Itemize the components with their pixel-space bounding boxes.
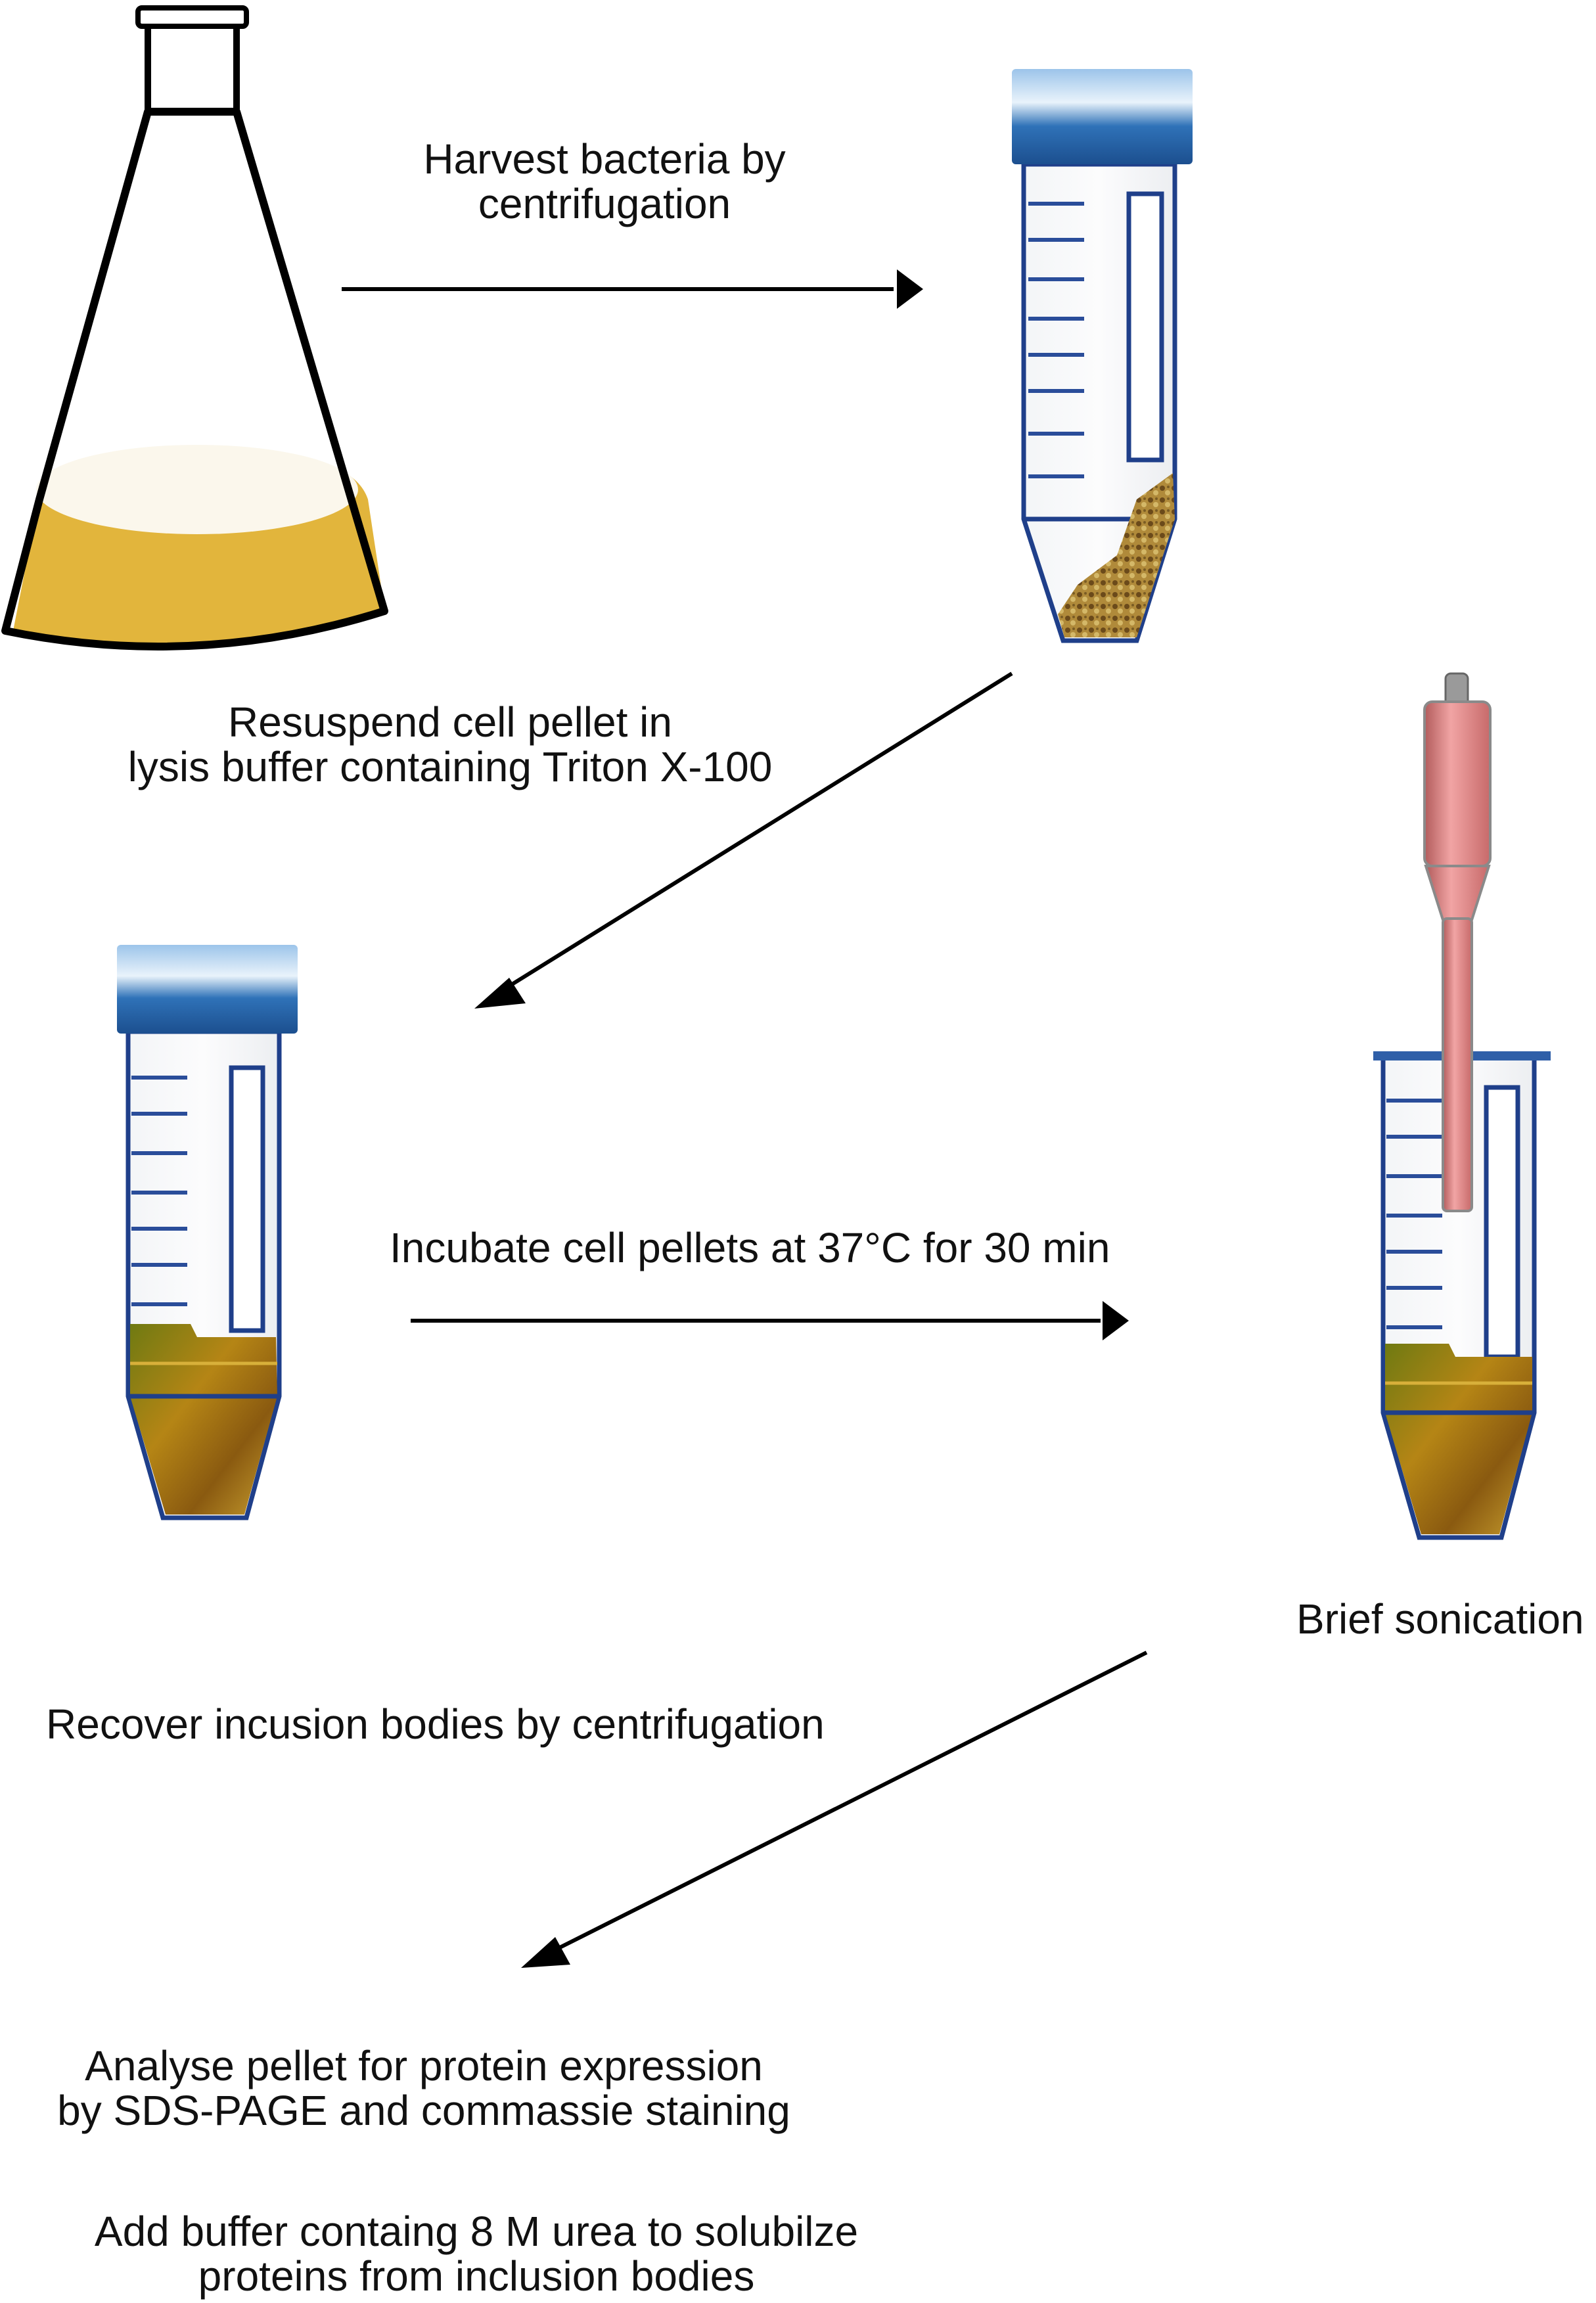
step-urea-line2: proteins from inclusion bodies [198,2252,755,2300]
arrow-incubate [411,1301,1129,1340]
step-incubate-line1: Incubate cell pellets at 37°C for 30 min [390,1224,1110,1271]
step-harvest-line2: centrifugation [478,180,731,227]
step-analyse-line1: Analyse pellet for protein expression [85,2042,763,2089]
step-recover-label: Recover incusion bodies by centrifugatio… [46,1702,825,1746]
step-analyse-label: Analyse pellet for protein expression by… [39,2043,808,2133]
arrow-harvest [342,269,923,309]
cell-lysate [1385,1344,1532,1534]
step-harvest-label: Harvest bacteria by centrifugation [375,137,834,226]
arrow-recover [521,1651,1148,1968]
culture-surface [36,445,358,534]
centrifuge-tube-resuspended-icon [117,945,298,1520]
cell-lysate [130,1324,277,1515]
erlenmeyer-flask-icon [1,5,388,650]
arrow-resuspend [474,672,1013,1009]
step-resuspend-line1: Resuspend cell pellet in [228,698,672,746]
step-recover-line1: Recover incusion bodies by centrifugatio… [46,1700,825,1748]
sonicator-probe-icon [1423,672,1492,1212]
step-resuspend-line2: lysis buffer containing Triton X-100 [127,743,773,790]
centrifuge-tube-sonication-icon [1373,672,1551,1540]
step-sonicate-line1: Brief sonication [1296,1595,1584,1643]
centrifuge-tube-pellet-icon [1012,69,1193,643]
step-urea-label: Add buffer containg 8 M urea to solubilz… [39,2209,913,2298]
step-incubate-label: Incubate cell pellets at 37°C for 30 min [390,1225,1110,1270]
step-harvest-line1: Harvest bacteria by [423,135,786,183]
step-analyse-line2: by SDS-PAGE and commassie staining [57,2087,790,2134]
tube-cap [117,945,298,1034]
step-sonicate-label: Brief sonication [1296,1597,1584,1641]
cell-pellet [1058,473,1175,637]
step-urea-line1: Add buffer containg 8 M urea to solubilz… [94,2208,859,2255]
tube-cap [1012,69,1193,164]
step-resuspend-label: Resuspend cell pellet in lysis buffer co… [92,700,808,789]
